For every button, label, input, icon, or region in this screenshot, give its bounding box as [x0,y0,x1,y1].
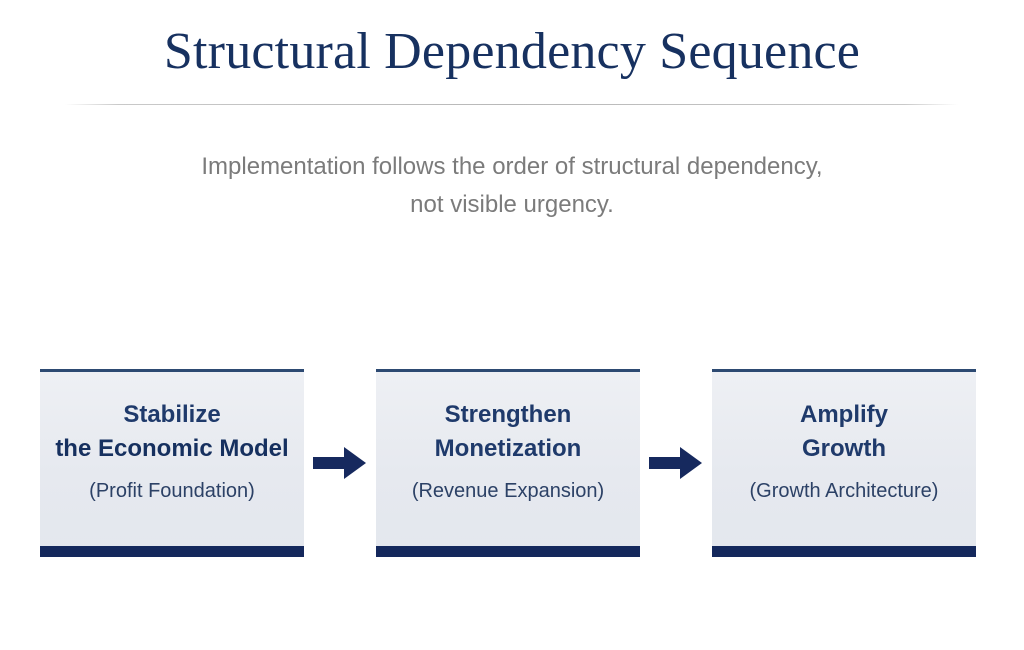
flow-step-2-line-1: Strengthen [444,401,572,428]
flow-step-3-line-1: Amplify [799,401,888,428]
flow-connector-1 [304,369,376,557]
flow-connector-2 [640,369,712,557]
flow-step-2-line-2: Monetization [434,434,582,462]
slide-subtitle: Implementation follows the order of stru… [112,148,912,224]
flow-step-1-accent-bar [40,546,304,557]
flow-step-3-sublabel: (Growth Architecture) [749,480,939,503]
arrow-right-icon [649,446,703,480]
flow-step-1-line-1: Stabilize [123,401,221,428]
flow-step-1-line-2: the Economic Model [55,434,289,462]
flow-step-3-accent-bar [712,546,976,557]
flow-step-3-line-2: Growth [802,434,886,462]
flow-step-card-2[interactable]: Strengthen Monetization (Revenue Expansi… [376,369,640,557]
title-divider [65,104,958,105]
subtitle-line-2: not visible urgency. [410,190,614,218]
flow-step-1-sublabel: (Profit Foundation) [89,480,255,503]
page-title: Structural Dependency Sequence [163,23,861,80]
flow-step-2-accent-bar [376,546,640,557]
flow-step-card-1[interactable]: Stabilize the Economic Model (Profit Fou… [40,369,304,557]
flow-step-2-sublabel: (Revenue Expansion) [411,480,605,503]
flow-step-card-3[interactable]: Amplify Growth (Growth Architecture) [712,369,976,557]
arrow-right-icon [313,446,367,480]
subtitle-line-1: Implementation follows the order of stru… [201,153,823,180]
flow-diagram: Stabilize the Economic Model (Profit Fou… [40,369,984,559]
